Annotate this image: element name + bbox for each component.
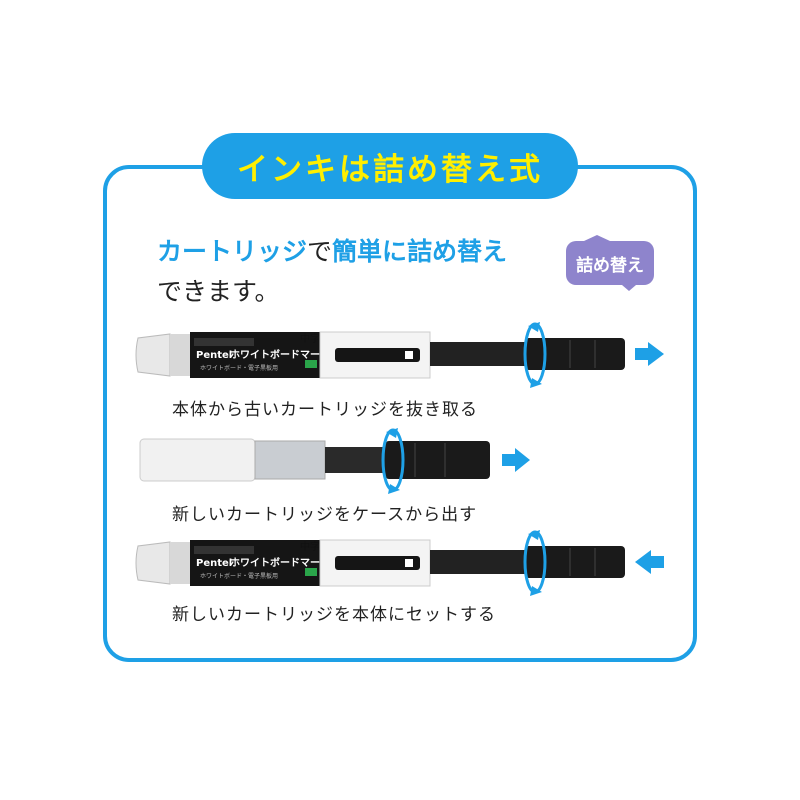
step-3-caption: 新しいカートリッジを本体にセットする <box>172 605 496 625</box>
step-2-illustration <box>139 428 530 494</box>
intro-line-1: カートリッジで簡単に詰め替え <box>157 232 557 272</box>
refill-badge-label: 詰め替え <box>576 255 644 276</box>
step-1-illustration: Pentel ホワイトボードマーカー ホワイトボード・電子黒板用 中字 <box>135 322 664 388</box>
marker-name: ホワイトボードマーカー <box>230 348 340 361</box>
step-3-illustration: Pentel ホワイトボードマーカー ホワイトボード・電子黒板用 中字 <box>135 530 664 596</box>
pull-out-arrow-icon <box>635 342 664 366</box>
marker-size: 中字 <box>300 332 320 345</box>
marker-brand-3: Pentel <box>196 558 232 569</box>
intro-line-2: できます。 <box>157 277 280 306</box>
page-title: インキは詰め替え式 <box>237 151 543 188</box>
intro-text: カートリッジで簡単に詰め替え できます。 <box>157 232 557 312</box>
insert-arrow-icon <box>635 550 664 574</box>
step-1-caption: 本体から古いカートリッジを抜き取る <box>172 400 478 420</box>
marker-size-3: 中字 <box>300 540 320 553</box>
refill-badge-icon: 詰め替え <box>566 235 654 291</box>
marker-name-3: ホワイトボードマーカー <box>230 556 340 569</box>
marker-sub-3: ホワイトボード・電子黒板用 <box>200 572 278 580</box>
marker-brand: Pentel <box>196 350 232 361</box>
intro-de: で <box>307 237 333 266</box>
marker-sub: ホワイトボード・電子黒板用 <box>200 364 278 372</box>
intro-cartridge: カートリッジ <box>157 237 308 266</box>
intro-easy-refill: 簡単に詰め替え <box>332 237 508 266</box>
title-banner: インキは詰め替え式 <box>202 133 578 199</box>
take-out-arrow-icon <box>502 448 530 472</box>
step-2-caption: 新しいカートリッジをケースから出す <box>172 505 478 525</box>
